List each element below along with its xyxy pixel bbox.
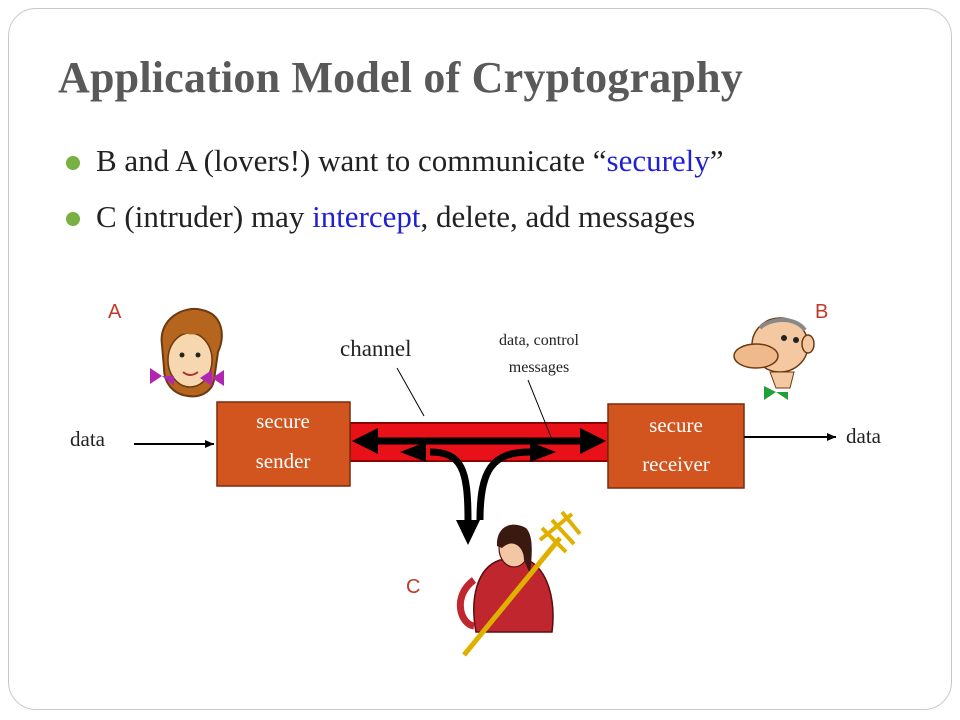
bullet-dot-icon: [66, 156, 80, 170]
bullet-1-text-a: B and A (lovers!) want to communicate “: [96, 143, 607, 178]
party-a-label: A: [108, 301, 122, 323]
messages-label-line1: data, control: [499, 332, 580, 349]
bullet-2-text-a: C (intruder) may: [96, 199, 313, 234]
person-a-icon: [150, 307, 224, 398]
bullet-2-text-b: , delete, add messages: [420, 199, 696, 234]
secure-sender-box: [216, 401, 351, 487]
channel-label: channel: [340, 336, 412, 361]
channel-pointer-line: [396, 367, 425, 417]
sender-label-line1: secure: [256, 409, 310, 433]
bullet-list: B and A (lovers!) want to communicate “s…: [64, 143, 724, 255]
messages-label-line2: messages: [509, 359, 569, 376]
intercept-arrow-left: [429, 448, 472, 521]
bullet-1-securely: securely: [606, 143, 710, 178]
receiver-label-line2: receiver: [642, 452, 710, 476]
secure-receiver-box: [607, 403, 745, 489]
bullet-item-2: C (intruder) may intercept, delete, add …: [64, 199, 724, 255]
intruder-c-icon: [456, 510, 582, 657]
slide-title: Application Model of Cryptography: [58, 53, 743, 102]
party-b-label: B: [815, 301, 828, 323]
bullet-item-1: B and A (lovers!) want to communicate “s…: [64, 143, 724, 199]
messages-pointer-line: [527, 379, 554, 443]
party-c-label: C: [406, 576, 420, 598]
intercept-arrow-right: [476, 448, 531, 521]
data-out-label: data: [846, 424, 882, 448]
receiver-label-line1: secure: [649, 413, 703, 437]
bullet-1-text-b: ”: [709, 143, 724, 178]
bullet-2-intercept: intercept: [312, 199, 421, 234]
data-in-label: data: [70, 427, 106, 451]
bullet-dot-icon: [66, 212, 80, 226]
sender-label-line2: sender: [256, 449, 311, 473]
person-b-icon: [733, 317, 815, 400]
